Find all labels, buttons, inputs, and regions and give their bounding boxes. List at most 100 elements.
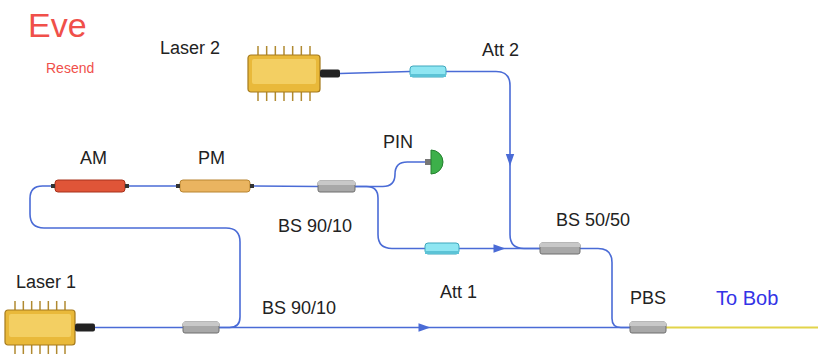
fiber-line	[30, 186, 240, 328]
component-label: BS 90/10	[262, 298, 336, 320]
splitter-shine	[540, 243, 580, 247]
modulator-port	[51, 184, 55, 188]
laser-pin	[283, 92, 285, 101]
fiber-link	[125, 186, 180, 187]
detector-stem	[425, 159, 431, 165]
laser-pin	[31, 301, 33, 310]
fiber-link	[446, 72, 540, 249]
laser-pin	[257, 46, 259, 55]
laser-pin	[292, 92, 294, 101]
optical-component: BS 90/10	[318, 181, 355, 192]
fiber-link	[95, 327, 183, 328]
splitter-body	[630, 322, 666, 333]
splitter-shine	[183, 322, 219, 326]
laser-pin	[64, 345, 66, 354]
optical-component: Att 1	[425, 243, 459, 254]
laser-body	[5, 310, 75, 345]
laser-lid	[9, 314, 71, 337]
optical-component: Laser 2	[248, 55, 340, 92]
component-label: Att 2	[482, 40, 519, 62]
fiber-line	[355, 187, 425, 249]
destination-label: To Bob	[716, 287, 778, 310]
laser-pin	[283, 46, 285, 55]
fiber-link	[340, 72, 410, 74]
laser-pin	[266, 46, 268, 55]
optical-component: PM	[180, 180, 250, 192]
component-label: Laser 2	[160, 38, 220, 60]
arrowhead	[506, 154, 514, 166]
component-icon	[630, 322, 666, 333]
fiber-line	[95, 327, 183, 329]
splitter-body	[540, 243, 580, 254]
output-fiber	[666, 327, 818, 329]
component-icon	[248, 55, 340, 92]
photodiode-symbol	[431, 150, 443, 174]
fiber-line	[125, 185, 180, 187]
component-icon	[318, 181, 355, 192]
optical-component: Laser 1	[5, 310, 95, 345]
splitter-body	[318, 181, 355, 192]
laser-pin	[56, 301, 58, 310]
fiber-line	[580, 249, 630, 328]
laser-pin	[39, 345, 41, 354]
splitter-shine	[318, 181, 355, 185]
laser-pin	[266, 92, 268, 101]
laser-pin	[14, 301, 16, 310]
laser-pin	[301, 46, 303, 55]
component-label: Laser 1	[16, 272, 76, 294]
component-label: PIN	[383, 132, 413, 154]
diagram-title: Eve	[28, 6, 87, 45]
laser-pin	[301, 92, 303, 101]
component-label: Att 1	[440, 282, 477, 304]
optical-component: Att 2	[410, 66, 446, 77]
fiber-link	[580, 249, 630, 328]
splitter-shine	[630, 322, 666, 326]
component-icon	[180, 180, 250, 192]
laser-pin	[23, 301, 25, 310]
modulator-port	[125, 184, 129, 188]
laser-pin	[48, 345, 50, 354]
laser-lid	[252, 59, 316, 84]
component-label: BS 90/10	[278, 216, 352, 238]
modulator-port	[176, 184, 180, 188]
splitter-body	[183, 322, 219, 333]
laser-pin	[31, 345, 33, 354]
attenuator-body	[410, 66, 446, 77]
laser-pin	[309, 46, 311, 55]
laser-body	[248, 55, 320, 92]
component-label: PBS	[630, 288, 666, 310]
fiber-link	[250, 186, 318, 188]
optical-component: BS 50/50	[540, 243, 580, 254]
component-icon	[183, 322, 219, 333]
fiber-link	[459, 244, 540, 252]
laser-pin	[48, 301, 50, 310]
fiber-link	[219, 323, 630, 331]
component-icon	[5, 310, 95, 345]
fiber-link	[355, 187, 425, 249]
laser-pin	[275, 46, 277, 55]
attenuator-shade	[410, 74, 446, 77]
laser-pin	[257, 92, 259, 101]
component-icon	[425, 243, 459, 254]
arrowhead	[419, 323, 431, 331]
optical-component: BS 90/10	[183, 322, 219, 333]
component-label: PM	[198, 148, 225, 170]
fiber-line	[446, 72, 540, 249]
laser-connector	[320, 70, 340, 78]
laser-connector	[75, 324, 95, 332]
component-label: AM	[80, 148, 107, 170]
arrowhead	[494, 244, 506, 252]
laser-pin	[292, 46, 294, 55]
laser-pin	[23, 345, 25, 354]
optical-component: AM	[55, 180, 125, 192]
fiber-line	[355, 162, 425, 187]
laser-pin	[64, 301, 66, 310]
laser-pin	[39, 301, 41, 310]
fiber-line	[340, 72, 410, 74]
fiber-link	[30, 186, 240, 328]
modulator-port	[250, 184, 254, 188]
optical-component: PBS	[630, 322, 666, 333]
fiber-line	[250, 185, 318, 187]
modulator-body	[55, 180, 125, 192]
